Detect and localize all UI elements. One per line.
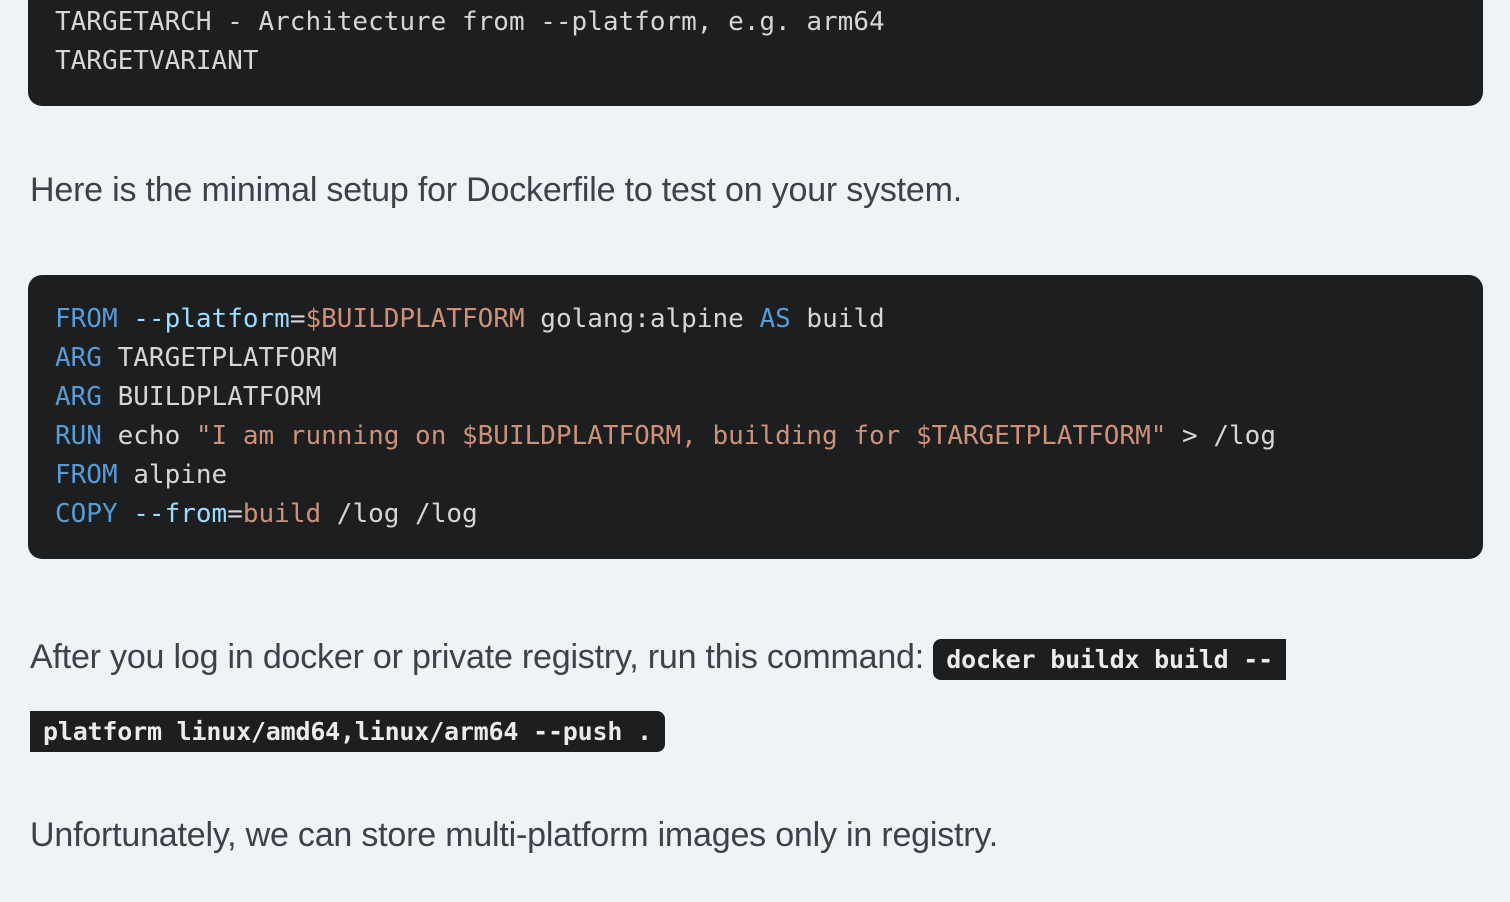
code-token: /log /log (321, 499, 478, 529)
code-token: FROM (55, 460, 118, 490)
code-block-dockerfile: FROM --platform=$BUILDPLATFORM golang:al… (28, 275, 1483, 559)
paragraph-run-command-text: After you log in docker or private regis… (30, 638, 925, 676)
code-token: "I am running on $BUILDPLATFORM, buildin… (195, 421, 1167, 451)
code-token: echo (101, 421, 196, 451)
code-line: COPY --from=build /log /log (55, 495, 1456, 534)
code-line: ARG TARGETPLATFORM (55, 339, 1456, 378)
code-token: = (289, 304, 306, 334)
code-line: FROM alpine (55, 456, 1456, 495)
code-line: TARGETVARIANT (55, 42, 1456, 81)
code-token: RUN (55, 421, 102, 451)
code-token: > /log (1166, 421, 1276, 451)
code-token: alpine (117, 460, 228, 490)
paragraph-minimal-setup: Here is the minimal setup for Dockerfile… (30, 171, 962, 209)
code-token: TARGETARCH - Architecture from --platfor… (55, 7, 885, 37)
code-token: --from (133, 499, 228, 529)
code-token: build (790, 304, 885, 334)
inline-code-buildx-command-part2: platform linux/amd64,linux/arm64 --push … (30, 711, 665, 752)
code-line: TARGETARCH - Architecture from --platfor… (55, 3, 1456, 42)
code-token: COPY (55, 499, 118, 529)
code-token: $BUILDPLATFORM (305, 304, 525, 334)
code-token: build (242, 499, 322, 529)
code-token (118, 499, 134, 529)
code-token (118, 304, 134, 334)
code-token: = (227, 499, 243, 529)
code-token: TARGETPLATFORM (101, 343, 337, 373)
code-token: FROM (55, 304, 118, 334)
code-token: --platform (133, 304, 290, 334)
paragraph-run-command: After you log in docker or private regis… (30, 621, 1480, 765)
code-token: TARGETVARIANT (55, 46, 259, 76)
code-token: golang:alpine (524, 304, 760, 334)
code-block-build-args: TARGETARCH - Architecture from --platfor… (28, 0, 1483, 106)
code-line: FROM --platform=$BUILDPLATFORM golang:al… (55, 300, 1456, 339)
paragraph-registry-note: Unfortunately, we can store multi-platfo… (30, 816, 998, 854)
code-line: RUN echo "I am running on $BUILDPLATFORM… (55, 417, 1456, 456)
code-token: AS (759, 304, 791, 334)
code-token: BUILDPLATFORM (101, 382, 322, 412)
code-token: ARG (55, 343, 102, 373)
code-line: ARG BUILDPLATFORM (55, 378, 1456, 417)
inline-code-buildx-command-part1: docker buildx build -- (933, 639, 1286, 680)
code-token: ARG (55, 382, 102, 412)
